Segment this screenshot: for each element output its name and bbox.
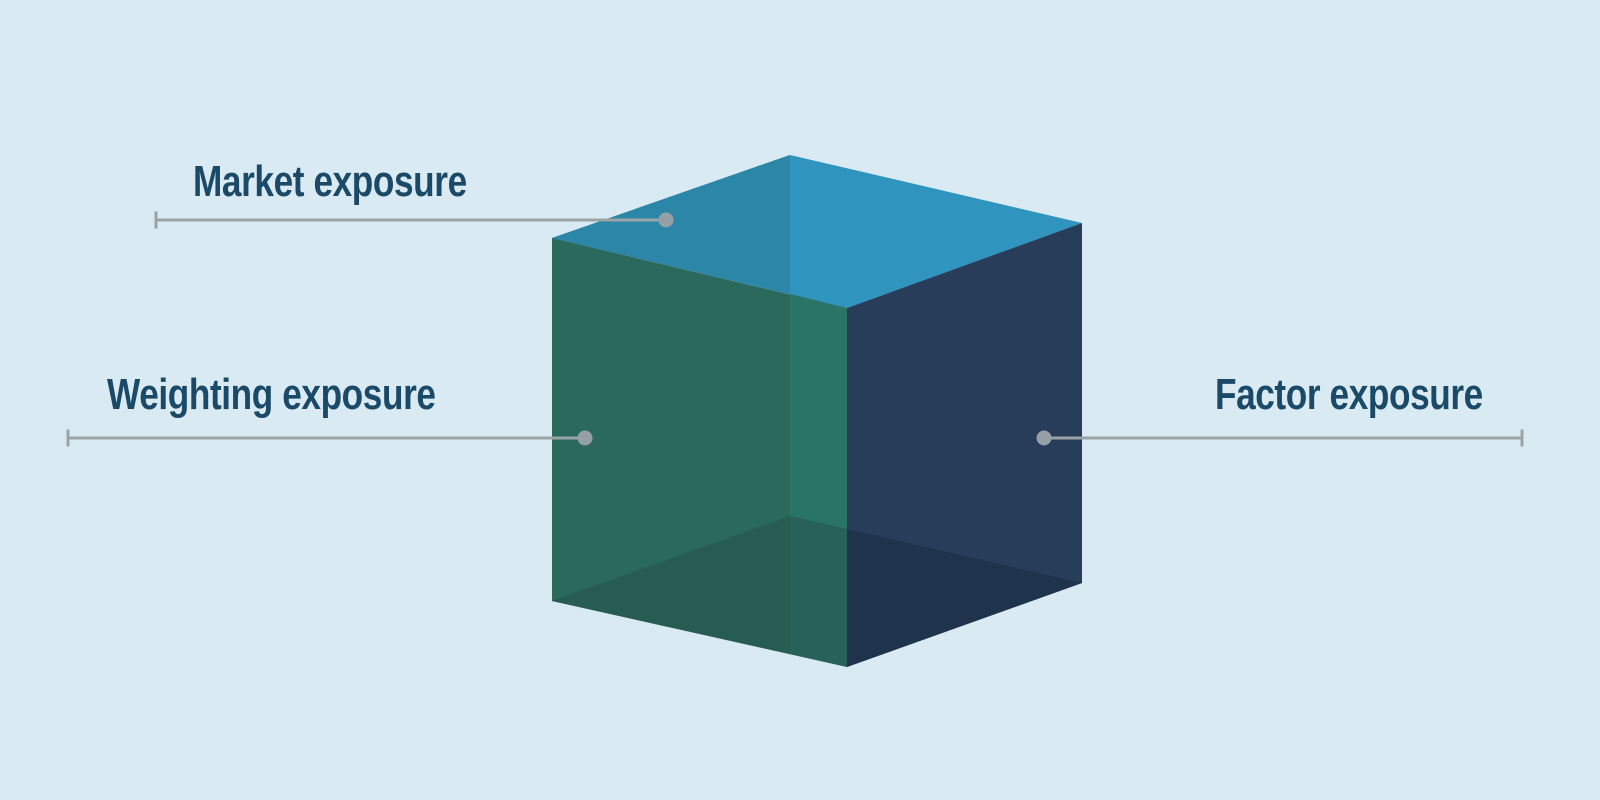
cube-left-face-bottom-shade-dark xyxy=(552,516,790,654)
weighting-leader-dot xyxy=(577,430,593,446)
cube-left-face-bottom-shade-light xyxy=(790,516,847,667)
cube-left-face-inner-strip xyxy=(790,294,847,529)
factor-exposure-label: Factor exposure xyxy=(1215,370,1483,419)
cube-right-face-bottom-shade xyxy=(847,529,1082,667)
market-exposure-label: Market exposure xyxy=(193,157,467,206)
weighting-leader xyxy=(66,429,593,447)
market-leader-dot xyxy=(658,212,674,228)
weighting-exposure-label: Weighting exposure xyxy=(107,370,436,419)
factor-leader-dot xyxy=(1036,430,1052,446)
factor-leader xyxy=(1036,429,1524,447)
market-leader xyxy=(154,211,674,229)
